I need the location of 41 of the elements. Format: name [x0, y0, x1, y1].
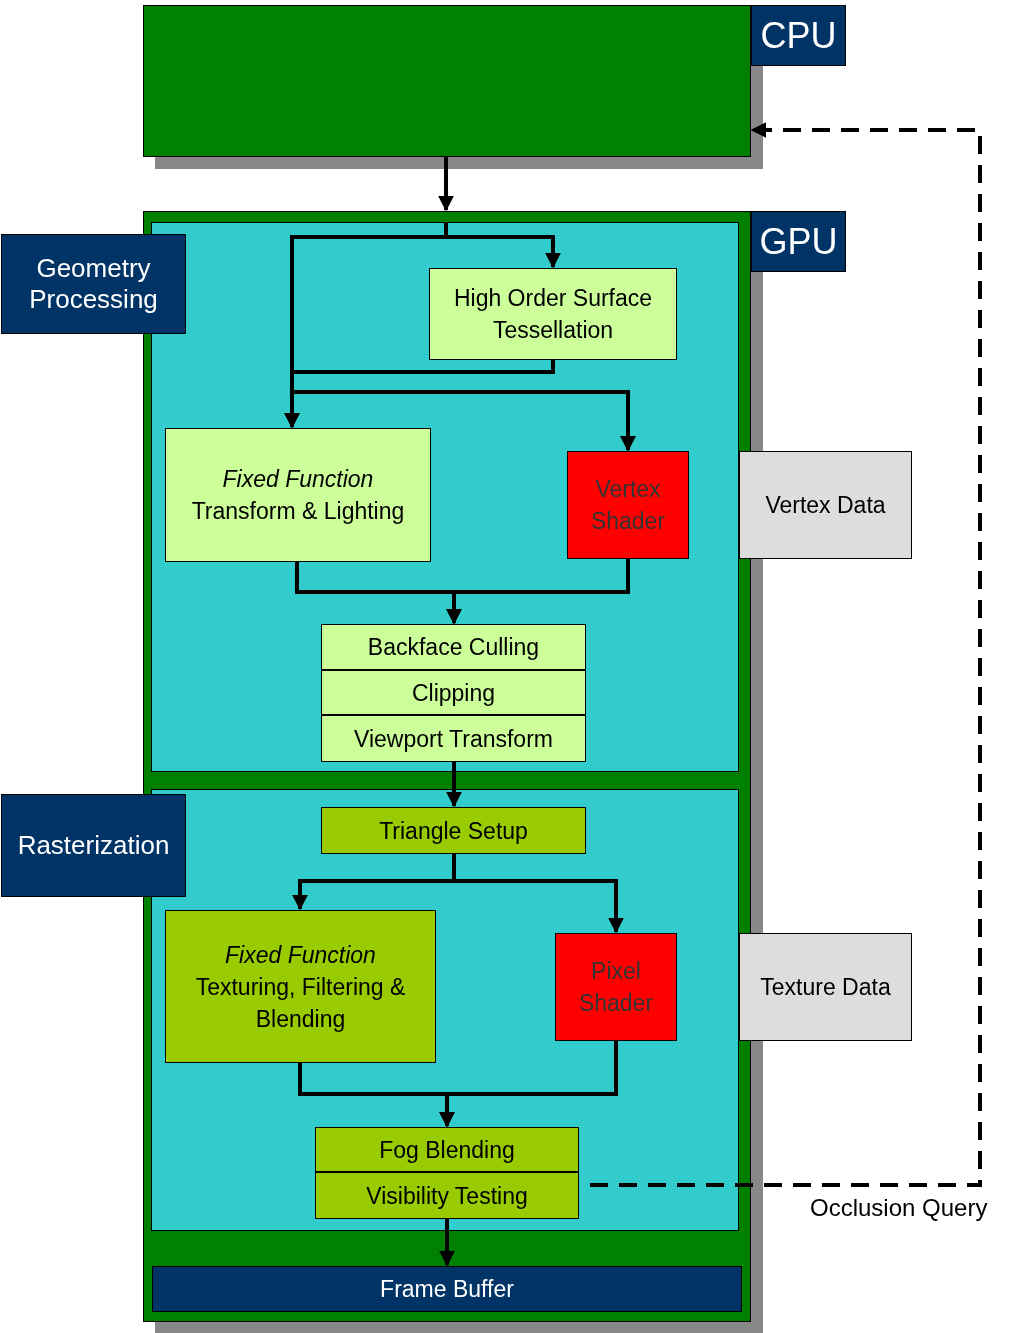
label-text: Texture Data: [760, 973, 891, 1002]
data-box: [739, 451, 912, 559]
arrow: [439, 1219, 455, 1267]
data-box: [739, 933, 912, 1041]
process-box: [321, 624, 586, 670]
label-text: Fog Blending: [379, 1135, 515, 1165]
heading-text: Fixed Function: [222, 465, 374, 494]
shader-box: [567, 451, 689, 559]
arrow: [590, 122, 982, 1187]
section-label: CPU: [751, 5, 846, 66]
label-text: Vertex Shader: [589, 475, 667, 536]
arrow: [452, 854, 624, 934]
arrow: [439, 1041, 618, 1128]
section-label: Rasterization: [1, 794, 186, 897]
heading-text: Fixed Function: [225, 940, 376, 970]
label-text: Triangle Setup: [379, 816, 528, 846]
label-text: Viewport Transform: [354, 724, 553, 754]
arrow: [446, 762, 462, 808]
frame-buffer-bar: [152, 1266, 742, 1312]
process-box: [165, 910, 436, 1063]
process-box: [165, 428, 431, 562]
process-box: [321, 807, 586, 854]
process-box: [321, 715, 586, 762]
arrow: [438, 157, 454, 212]
process-box: [429, 268, 677, 360]
label-text: Pixel Shader: [577, 957, 655, 1018]
label-text: Vertex Data: [765, 491, 886, 520]
section-label: GPU: [751, 211, 846, 272]
label-text: Clipping: [411, 678, 496, 708]
process-box: [321, 670, 586, 715]
arrow: [446, 559, 630, 625]
label-text: Backface Culling: [367, 633, 540, 662]
label-text: Frame Buffer: [380, 1275, 514, 1304]
process-box: [315, 1172, 579, 1219]
label-text: Texturing, Filtering & Blending: [194, 972, 407, 1034]
label-text: High Order Surface Tessellation: [452, 284, 654, 345]
section-label: Geometry Processing: [1, 234, 186, 334]
shader-box: [555, 933, 677, 1041]
process-box: [315, 1127, 579, 1172]
label-text: Transform & Lighting: [191, 497, 405, 526]
label-text: Visibility Testing: [366, 1181, 528, 1211]
